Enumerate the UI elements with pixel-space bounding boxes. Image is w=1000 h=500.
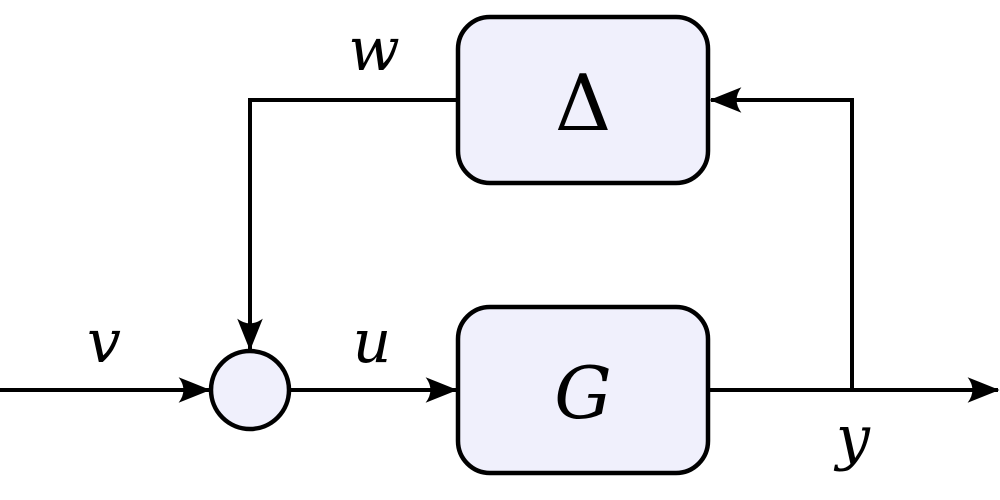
g-block: G: [455, 304, 711, 476]
feedback-y-to-delta-wire: [709, 87, 854, 390]
signal-v-label: v: [87, 307, 121, 377]
signal-w-label: w: [348, 15, 399, 85]
summing-junction: [208, 348, 292, 432]
signal-u-label: u: [353, 307, 392, 377]
delta-block: Δ: [455, 14, 711, 186]
g-block-label: G: [554, 351, 612, 435]
delta-block-label: Δ: [555, 59, 611, 149]
signal-y-label: y: [833, 403, 871, 473]
signal-w-wire: [237, 98, 458, 351]
